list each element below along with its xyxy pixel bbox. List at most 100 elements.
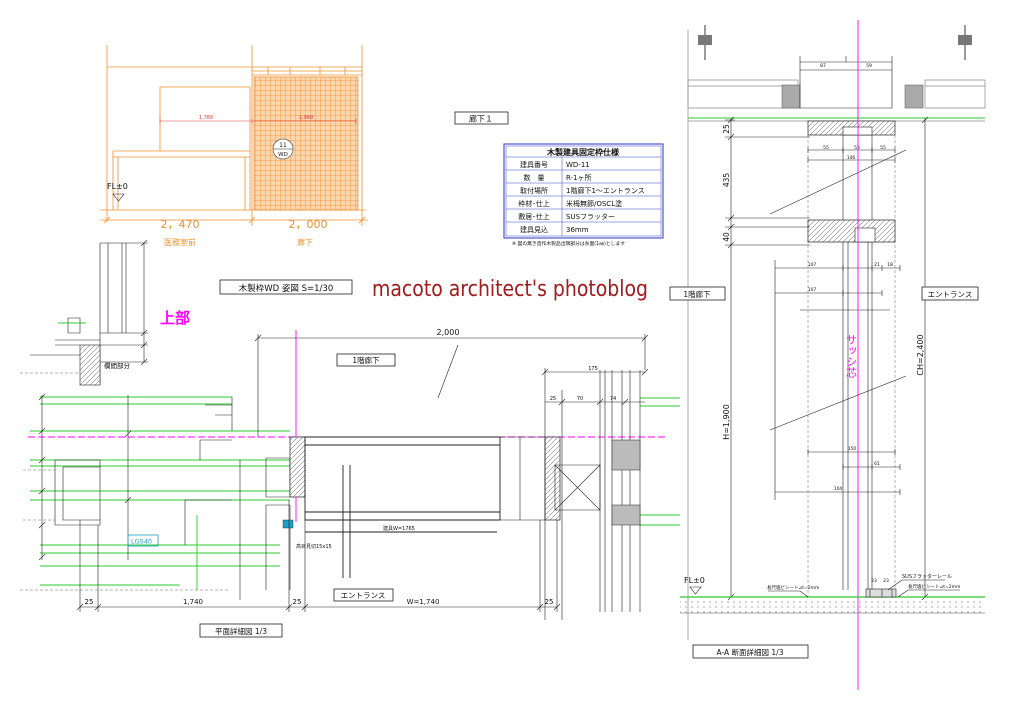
section-height-dimension — [725, 116, 810, 601]
section-leaf-dim: 104 — [834, 486, 843, 492]
elevation-dim-left: 2，470 — [161, 218, 200, 231]
section-sheet-right-label: 長尺塩ビシート⊿t=2mm — [908, 583, 960, 590]
plan-bottom-dim: 1,740 — [183, 598, 203, 606]
plan-trim-label: 高目見切15x15 — [296, 543, 332, 550]
section-transom-frame — [807, 219, 896, 243]
spec-row-label: 数 量 — [524, 173, 545, 182]
section-dim-frame: 40 — [722, 232, 731, 242]
plan-bottom-dim: 25 — [293, 598, 302, 606]
plan-bottom-room: エントランス — [341, 591, 386, 600]
spec-row-value: R-1ヶ所 — [566, 173, 592, 182]
section-title: A-A 断面詳細図 1/3 — [717, 647, 784, 657]
elevation-inner-dimension-line — [159, 118, 357, 124]
section-dim-upper: 435 — [722, 173, 731, 188]
section-floor-slab — [680, 599, 985, 613]
section-ceiling-structure — [687, 79, 986, 109]
plan-sash-dim: 70 — [577, 396, 583, 402]
door-tag-type: WD — [278, 152, 288, 158]
plan-lgs-label: LGS40 — [131, 538, 152, 546]
plan-grid-lines — [30, 396, 680, 590]
section-detail: 87 59 55 55 55 146 107 21 18 107 150 61 … — [669, 20, 986, 690]
section-threshold-rail — [865, 588, 897, 598]
spec-table-title: 木製建具固定枠仕様 — [546, 147, 620, 157]
spec-row-label: 建具番号 — [520, 160, 548, 169]
plan-left-frame — [289, 436, 306, 498]
elevation-title-box — [219, 279, 353, 295]
plan-top-room: 1階廊下 — [352, 355, 380, 365]
plan-door-leaf — [304, 436, 501, 578]
section-ceiling-height: CH=2,400 — [916, 334, 925, 375]
door-tag-number: 11 — [279, 142, 287, 149]
section-sash-center-label: サッシ芯 — [845, 334, 858, 378]
spec-row-value: WD-11 — [566, 161, 590, 169]
section-frame-width: 146 — [847, 155, 856, 161]
section-leaf-dim: 150 — [848, 446, 857, 452]
corridor-tag: 廊下１ — [469, 114, 493, 124]
section-frame-dim: 55 — [854, 145, 860, 151]
section-door-leaf — [769, 135, 907, 590]
plan-title-box — [199, 623, 283, 638]
section-right-room-box — [921, 286, 979, 301]
spec-row-value: 1階廊下1～エントランス — [566, 186, 645, 195]
section-dim-door-height: H=1,900 — [722, 404, 731, 440]
elevation-lines — [100, 45, 368, 226]
section-left-room: 1階廊下 — [683, 289, 711, 299]
section-leaf-dim: 107 — [808, 262, 817, 268]
plan-sash-dim: 74 — [610, 396, 616, 402]
section-rail-label: SUSフラッターレール — [902, 573, 952, 580]
corridor-tag-box — [454, 111, 509, 125]
section-frame-dim: 55 — [880, 145, 886, 151]
elevation-inner-dim-left: 1,780 — [199, 115, 213, 121]
section-leaf-dim: 107 — [808, 287, 817, 293]
plan-bottom-room-box — [333, 588, 394, 602]
section-fl-label: FL±0 — [684, 576, 705, 585]
spec-row-label: 枠材･仕上 — [518, 199, 550, 208]
upper-detail-frame-section — [79, 344, 101, 386]
plan-bottom-dim: 25 — [85, 598, 94, 606]
plan-title: 平面詳細図 1/3 — [215, 626, 267, 636]
section-frame-dim: 55 — [823, 145, 829, 151]
plan-bottom-dim: W=1,740 — [407, 598, 440, 606]
plan-sash-dim: 25 — [550, 396, 556, 402]
plan-top-room-box — [336, 353, 396, 367]
elevation-title: 木製枠WD 姿図 S=1/30 — [239, 283, 333, 294]
section-left-room-box — [669, 286, 726, 301]
plan-top-dim: 2,000 — [437, 328, 460, 337]
spec-row-value: SUSフラッター — [566, 212, 615, 221]
elevation-room-left: 医務室前 — [164, 237, 196, 247]
section-head-dim: 87 — [820, 63, 826, 69]
spec-row-label: 建具見込 — [520, 225, 548, 234]
spec-table: 木製建具固定枠仕様 建具番号 WD-11 数 量 R-1ヶ所 取付場所 1階廊下… — [503, 143, 664, 247]
elevation-drawing: 1,780 1,960 11 WD FL±0 2，470 2，000 医務室前 … — [100, 45, 368, 295]
plan-door-width-label: 建具W=1765 — [383, 525, 415, 532]
section-leaf-dim: 21 — [874, 262, 880, 268]
spec-row-label: 取付場所 — [520, 186, 548, 195]
plan-detail: 2,000 1階廊下 175 25 70 74 LGS40 高目見切15x15 … — [20, 328, 680, 638]
plan-lgs-box — [127, 534, 159, 547]
spec-row-value: 36mm — [566, 226, 589, 234]
section-rail-dim: 23 — [871, 578, 877, 584]
section-right-room: エントランス — [928, 290, 973, 299]
door-tag: 11 WD — [272, 138, 294, 160]
spec-table-note: ※ 図の無き造作木製品出隅部分は糸面(1㎜)とします — [512, 240, 625, 247]
elevation-hatched-panel — [253, 76, 359, 211]
section-title-box — [692, 644, 809, 659]
elevation-room-right: 廊下 — [297, 237, 313, 247]
plan-trim-piece — [282, 519, 294, 529]
plan-sash — [599, 370, 641, 612]
spec-row-label: 敷居･仕上 — [518, 212, 550, 221]
upper-detail-label: 欄間部分 — [104, 361, 131, 370]
section-leaf-dim: 61 — [874, 461, 880, 467]
section-head-dim: 59 — [866, 63, 872, 69]
upper-detail-title: 上部 — [160, 309, 190, 327]
section-sheet-left-label: 長尺塩ビシート⊿t=2mm — [767, 584, 819, 591]
fl-triangle-icon — [689, 586, 702, 595]
section-dim-top: 25 — [722, 124, 731, 134]
elevation-dim-right: 2，000 — [289, 218, 328, 231]
section-leaf-dim: 18 — [887, 262, 893, 268]
elevation-fl-label: FL±0 — [107, 182, 128, 191]
spec-row-value: 米栂無節/OSCL塗 — [566, 199, 622, 208]
section-rail-dim: 23 — [883, 578, 889, 584]
plan-sash-dim: 175 — [588, 366, 598, 372]
